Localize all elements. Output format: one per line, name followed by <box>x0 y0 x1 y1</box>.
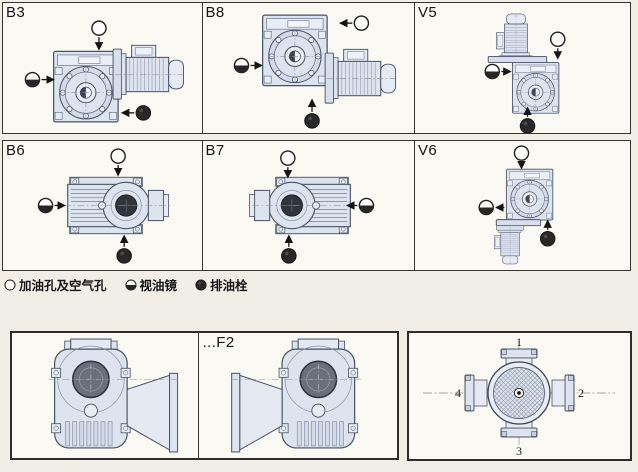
panel-v5: V5 <box>414 2 631 134</box>
drain-plug-symbol <box>519 118 536 133</box>
drain-plug-symbol <box>303 113 320 129</box>
b7-drawing <box>246 150 374 264</box>
drain-plug-icon <box>195 279 207 291</box>
drain-plug-symbol <box>280 248 297 264</box>
position-label-2: 2 <box>578 386 584 400</box>
panel-label-b7: B7 <box>205 142 225 159</box>
variant-divider <box>198 333 199 458</box>
legend-label: 排油栓 <box>210 279 248 293</box>
panel-label-b3: B3 <box>6 4 26 21</box>
oil-fill-symbol <box>353 15 369 31</box>
oil-fill-symbol <box>279 150 296 166</box>
b6-drawing <box>37 148 172 264</box>
sight-glass-symbol <box>233 57 249 74</box>
legend-label: 视油镜 <box>139 279 178 293</box>
panel-label-b6: B6 <box>6 142 26 159</box>
panel-label-b8: B8 <box>205 4 225 21</box>
oil-fill-symbol <box>110 148 126 164</box>
legend-item-drain-plug: 排油栓 <box>194 275 248 294</box>
panel-label-v5: V5 <box>418 4 438 21</box>
legend: 加油孔及空气孔 视油镜 排油栓 <box>3 275 265 294</box>
panel-b3: B3 <box>2 2 203 134</box>
oil-fill-icon <box>4 279 16 291</box>
oil-fill-symbol <box>550 31 566 48</box>
position-label-1: 1 <box>516 335 522 349</box>
panel-b8: B8 <box>201 2 416 134</box>
sight-glass-symbol <box>358 197 374 214</box>
position-label-3: 3 <box>516 444 522 458</box>
panel-b7: B7 <box>201 140 416 271</box>
sight-glass-symbol <box>24 71 41 88</box>
flange-variant-standard <box>12 333 198 458</box>
drain-plug-symbol <box>539 230 556 247</box>
panel-v6: V6 <box>414 140 631 271</box>
v6-drawing <box>478 145 556 265</box>
panel-label-f2: ...F2 <box>202 334 235 351</box>
panel-label-v6: V6 <box>418 142 438 159</box>
oil-fill-symbol <box>91 20 107 36</box>
sight-glass-icon <box>124 279 137 291</box>
legend-item-sight-glass: 视油镜 <box>124 275 178 294</box>
b8-drawing <box>233 14 396 129</box>
drain-plug-symbol <box>135 105 152 121</box>
flange-variant-box: ...F2 <box>10 331 399 460</box>
flange-right-drawing <box>47 338 181 453</box>
sight-glass-symbol <box>478 199 494 216</box>
oil-fill-symbol <box>513 145 530 161</box>
sight-glass-symbol <box>484 63 501 80</box>
drain-plug-symbol <box>116 248 132 264</box>
sight-glass-symbol <box>37 197 54 214</box>
panel-b6: B6 <box>2 140 203 271</box>
v5-drawing <box>484 13 566 133</box>
flange-variant-f2: ...F2 <box>200 333 397 458</box>
b3-drawing <box>24 20 185 123</box>
legend-label: 加油孔及空气孔 <box>19 279 107 293</box>
flange-position-box: 1 2 3 4 <box>407 331 632 461</box>
legend-item-oil-fill: 加油孔及空气孔 <box>3 275 107 294</box>
flange-position-diagram: 1 2 3 4 <box>423 335 615 458</box>
position-label-4: 4 <box>455 386 461 400</box>
